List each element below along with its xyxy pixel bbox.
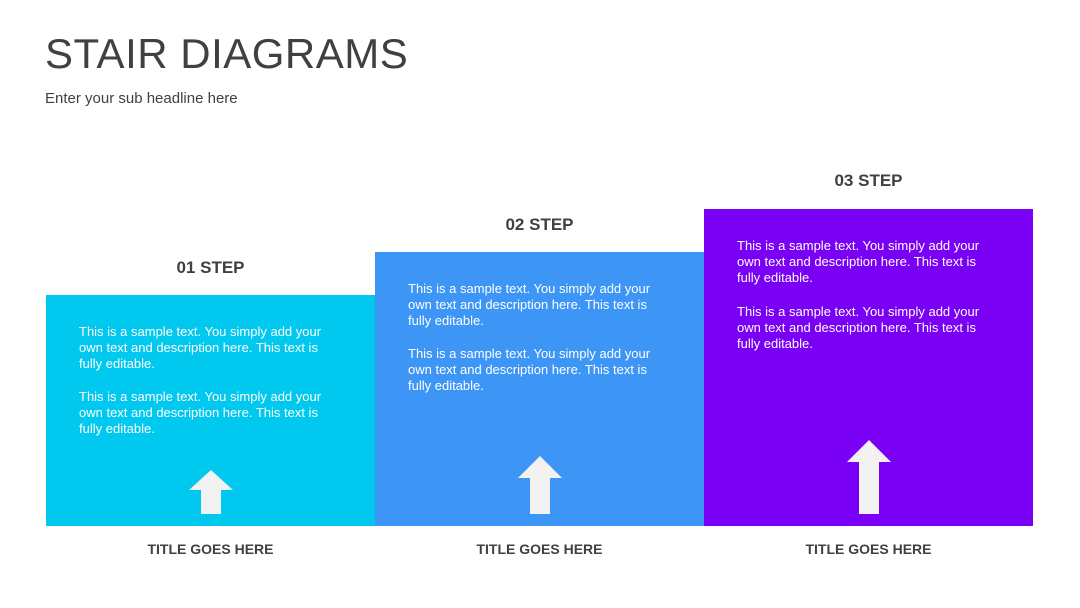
page-title: STAIR DIAGRAMS: [45, 30, 409, 77]
step-3-paragraph-1: This is a sample text. You simply add yo…: [737, 238, 980, 285]
arrow-up-icon: [846, 440, 891, 514]
step-2-paragraph-1: This is a sample text. You simply add yo…: [408, 281, 651, 328]
step-2-block: This is a sample text. You simply add yo…: [375, 252, 704, 526]
step-3-label: 03 STEP: [834, 171, 903, 190]
step-1-paragraph-1: This is a sample text. You simply add yo…: [79, 324, 322, 371]
step-2-title: TITLE GOES HERE: [476, 541, 603, 557]
step-3-paragraph-2: This is a sample text. You simply add yo…: [737, 304, 980, 351]
step-1-paragraph-2: This is a sample text. You simply add yo…: [79, 389, 322, 436]
step-2-label: 02 STEP: [505, 215, 574, 234]
step-3-title: TITLE GOES HERE: [805, 541, 932, 557]
step-3-block: This is a sample text. You simply add yo…: [704, 209, 1033, 526]
step-2-paragraph-2: This is a sample text. You simply add yo…: [408, 346, 651, 393]
step-1-label: 01 STEP: [176, 258, 245, 277]
arrow-up-icon: [517, 456, 562, 514]
arrow-up-icon: [188, 470, 233, 514]
step-1-block: This is a sample text. You simply add yo…: [46, 295, 375, 526]
page-subtitle: Enter your sub headline here: [45, 90, 238, 107]
step-1-title: TITLE GOES HERE: [147, 541, 274, 557]
